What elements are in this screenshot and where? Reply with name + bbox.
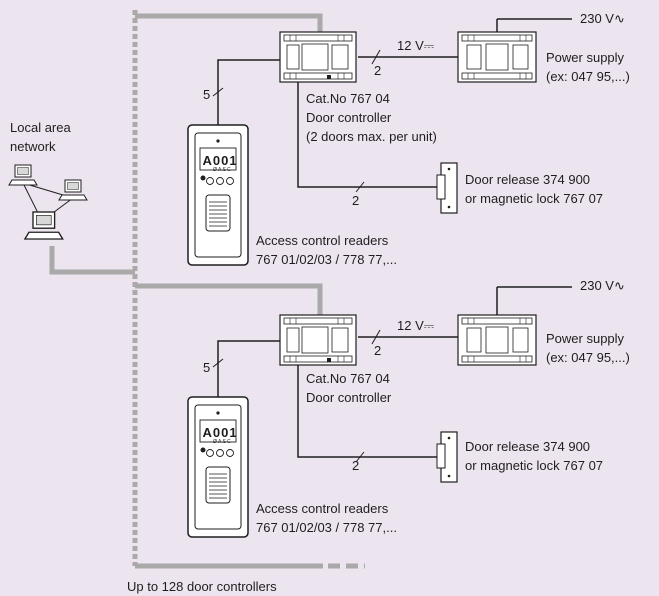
power-supply-label-2: (ex: 047 95,...) (546, 69, 630, 84)
access-control-reader: A001 Ø A S C (187, 124, 249, 266)
access-control-reader: A001 Ø A S C (187, 396, 249, 538)
door-controller (279, 314, 357, 366)
power-supply (457, 314, 537, 366)
local-area-network: Local area network (8, 120, 88, 240)
controller-label-2: Door controller (306, 110, 392, 125)
lan-bus (49, 10, 365, 569)
reader-label: Access control readers (256, 501, 389, 516)
power-supply-label: Power supply (546, 331, 625, 346)
controller-label-3: (2 doors max. per unit) (306, 129, 437, 144)
computer-icon (24, 211, 64, 240)
controller-label-2: Door controller (306, 390, 392, 405)
controller-label: Cat.No 767 04 (306, 91, 390, 106)
controller-label: Cat.No 767 04 (306, 371, 390, 386)
reader-display: A001 (203, 425, 238, 440)
dc-link-label: 12 V⎓ (397, 38, 434, 53)
dc-link-label: 12 V⎓ (397, 318, 434, 333)
power-supply (457, 31, 537, 83)
power-supply-label: Power supply (546, 50, 625, 65)
dc-link-wire-count: 2 (374, 63, 381, 78)
reader-label: Access control readers (256, 233, 389, 248)
reader-label-2: 767 01/02/03 / 778 77,... (256, 520, 397, 535)
bus-caption: Up to 128 door controllers (127, 579, 277, 594)
reader-link-wire-count: 5 (203, 87, 210, 102)
mains-label: 230 V∿ (580, 11, 625, 26)
door-group-2: 230 V∿ 12 V⎓ 2 5 2 A001 Ø A S C Power su… (187, 278, 630, 538)
door-link-wire-count: 2 (352, 193, 359, 208)
door-release-label: Door release 374 900 (465, 172, 590, 187)
power-supply-label-2: (ex: 047 95,...) (546, 350, 630, 365)
mains-label: 230 V∿ (580, 278, 625, 293)
door-release (436, 431, 458, 483)
lan-label: Local area (10, 120, 71, 135)
dc-link-wire-count: 2 (374, 343, 381, 358)
door-release-label-2: or magnetic lock 767 07 (465, 191, 603, 206)
reader-display: A001 (203, 153, 238, 168)
wiring (212, 286, 572, 463)
lan-label-2: network (10, 139, 56, 154)
door-controller (279, 31, 357, 83)
reader-keys: Ø A S C (213, 439, 231, 445)
wiring (212, 18, 572, 193)
door-group-1: 230 V∿ 12 V⎓ 2 5 2 A001 Ø A S C Power su… (187, 11, 630, 267)
door-release-label: Door release 374 900 (465, 439, 590, 454)
reader-keys: Ø A S C (213, 167, 231, 173)
computer-icon (58, 179, 88, 201)
reader-label-2: 767 01/02/03 / 778 77,... (256, 252, 397, 267)
door-release (436, 162, 458, 214)
door-release-label-2: or magnetic lock 767 07 (465, 458, 603, 473)
computer-icon (8, 164, 38, 186)
door-link-wire-count: 2 (352, 458, 359, 473)
reader-link-wire-count: 5 (203, 360, 210, 375)
